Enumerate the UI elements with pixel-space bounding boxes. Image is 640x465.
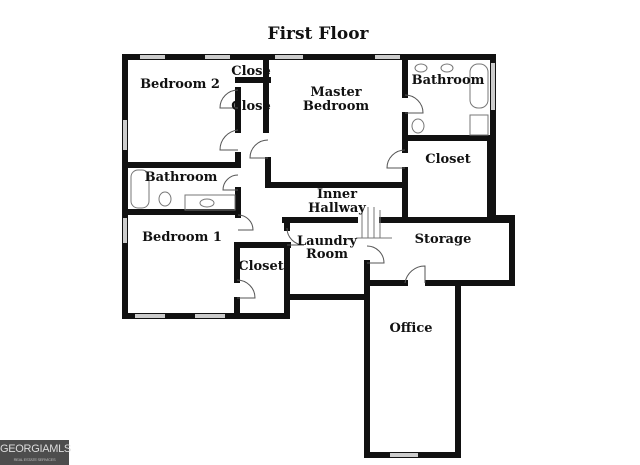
room-label-master-bedroom: Master: [310, 85, 361, 100]
stairs-icon: [356, 207, 392, 239]
sink-icon: [440, 63, 454, 73]
room-label-master-bedroom: Bedroom: [303, 99, 370, 114]
sink-icon: [414, 63, 428, 73]
room-label-master-bathroom: Bathroom: [412, 73, 485, 88]
bathtub-icon: [469, 63, 489, 109]
logo-text: GEORGIAMLS: [0, 443, 71, 455]
room-label-closet: Close: [231, 99, 271, 114]
vanity-icon: [184, 194, 236, 211]
bathtub-icon: [130, 169, 150, 209]
sink-icon: [199, 198, 215, 208]
room-label-bedroom-2: Bedroom 2: [140, 77, 220, 92]
fixtures: [130, 63, 489, 239]
room-label-storage: Storage: [415, 232, 472, 247]
doors: [219, 89, 426, 299]
toilet-icon: [411, 118, 425, 134]
room-label-inner-hallway: Hallway: [308, 201, 366, 216]
toilet-icon: [158, 191, 172, 207]
floor-title: First Floor: [268, 24, 370, 44]
room-label-laundry-room: Laundry: [297, 234, 357, 249]
room-label-closet: Closet: [238, 259, 284, 274]
room-label-office: Office: [389, 321, 432, 336]
room-label-master-closet: Closet: [425, 152, 471, 167]
room-label-laundry-room: Room: [306, 247, 348, 262]
georgia-mls-logo: GEORGIAMLS REAL ESTATE SERVICES: [0, 440, 71, 465]
room-label-closet: Close: [231, 64, 271, 79]
walls: [122, 54, 515, 458]
room-labels: Bedroom 2 Close Close Master Bedroom Bat…: [140, 64, 485, 336]
logo-subtext: REAL ESTATE SERVICES: [13, 457, 56, 462]
room-label-bathroom: Bathroom: [145, 170, 218, 185]
room-label-bedroom-1: Bedroom 1: [142, 230, 222, 245]
shower-icon: [469, 114, 489, 136]
room-label-inner-hallway: Inner: [317, 187, 357, 202]
windows: [123, 55, 495, 457]
